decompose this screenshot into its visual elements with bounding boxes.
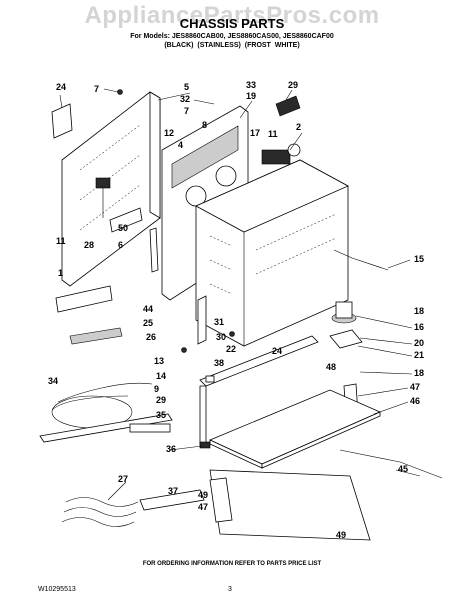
callout-7: 7 <box>94 84 99 94</box>
leader-lines <box>103 88 421 501</box>
callout-33: 33 <box>246 80 256 90</box>
callout-40: 45 <box>398 464 408 474</box>
front-panel-strip <box>55 285 113 313</box>
callout-17: 17 <box>250 128 260 138</box>
callout-1a: 11 <box>268 129 278 139</box>
element-bracket <box>329 329 363 349</box>
drawer-slide <box>339 449 443 479</box>
document-number: W10295513 <box>38 586 76 593</box>
callout-labels: 24 7 5 32 33 19 29 7 8 12 4 17 11 2 11 2… <box>48 80 424 540</box>
callout-10: 9 <box>154 384 159 394</box>
models-line: For Models: JES8860CAB00, JES8860CAS00, … <box>130 33 334 40</box>
callout-27: 27 <box>118 474 128 484</box>
callout-7b: 7 <box>184 106 189 116</box>
callout-44: 46 <box>410 396 420 406</box>
callout-19: 19 <box>246 91 256 101</box>
terminal-block <box>95 177 111 218</box>
terminal-strip <box>129 423 171 433</box>
diagram-title: CHASSIS PARTS <box>179 16 285 31</box>
burner-mount <box>331 301 357 324</box>
watermark: AppliancePartsPros.com <box>84 2 380 29</box>
oven-cavity <box>195 159 349 347</box>
finishes-line: (BLACK) (STAINLESS) (FROST WHITE) <box>164 42 300 49</box>
callout-23: 28 <box>84 240 94 250</box>
callout-22: 22 <box>226 344 236 354</box>
insulation-panel <box>109 207 143 233</box>
element-connector <box>199 441 211 449</box>
sensor-bar <box>69 327 123 345</box>
screw-fastener <box>117 89 235 353</box>
callout-24: 24 <box>272 346 282 356</box>
callout-25: 25 <box>143 318 153 328</box>
callout-18: 18 <box>414 306 424 316</box>
callout-11: 11 <box>56 236 66 246</box>
broil-element <box>61 497 139 527</box>
callout-21: 21 <box>414 350 424 360</box>
callout-9: 24 <box>56 82 66 92</box>
callout-39: 44 <box>143 304 153 314</box>
callout-2: 2 <box>296 122 301 132</box>
callout-18b: 18 <box>414 368 424 378</box>
callout-13: 13 <box>154 356 164 366</box>
callout-32: 32 <box>180 94 190 104</box>
callout-1: 1 <box>58 268 63 278</box>
callout-5: 5 <box>184 82 189 92</box>
lower-bracket <box>139 489 205 511</box>
callout-6: 6 <box>118 240 123 250</box>
callout-15: 15 <box>414 254 424 264</box>
callout-26: 26 <box>146 332 156 342</box>
callout-36: 36 <box>166 444 176 454</box>
thermostat-assembly <box>261 143 301 165</box>
vent-duct <box>275 95 301 117</box>
callout-14: 14 <box>156 371 166 381</box>
callout-45: 47 <box>410 382 420 392</box>
drawer-front <box>209 477 233 523</box>
hinge-receptacle <box>205 375 215 383</box>
callout-34: 34 <box>48 376 58 386</box>
wire-harness <box>333 249 389 271</box>
bottom-pan <box>209 389 381 469</box>
callout-46: 48 <box>326 362 336 372</box>
callout-4: 4 <box>178 140 183 150</box>
callout-30: 31 <box>214 317 224 327</box>
callout-31: 30 <box>216 332 226 342</box>
callout-50: 50 <box>118 223 128 233</box>
rear-panel <box>61 91 161 287</box>
rear-bracket <box>51 94 73 139</box>
callout-38: 38 <box>214 358 224 368</box>
callout-37: 37 <box>168 486 178 496</box>
callout-8: 8 <box>202 120 207 130</box>
side-trim-strip <box>197 295 207 345</box>
callout-12: 12 <box>164 128 174 138</box>
callout-16: 16 <box>414 322 424 332</box>
broil-pan-frame <box>39 413 173 443</box>
bake-element <box>51 382 153 429</box>
callout-29: 29 <box>288 80 298 90</box>
callout-49: 49 <box>198 490 208 500</box>
vertical-trim <box>149 227 159 273</box>
callout-48: 49 <box>336 530 346 540</box>
callout-20: 20 <box>414 338 424 348</box>
page-number: 3 <box>228 586 232 593</box>
callout-28: 29 <box>156 395 166 405</box>
callout-35: 35 <box>156 410 166 420</box>
ordering-note: FOR ORDERING INFORMATION REFER TO PARTS … <box>142 561 322 567</box>
callout-47: 47 <box>198 502 208 512</box>
